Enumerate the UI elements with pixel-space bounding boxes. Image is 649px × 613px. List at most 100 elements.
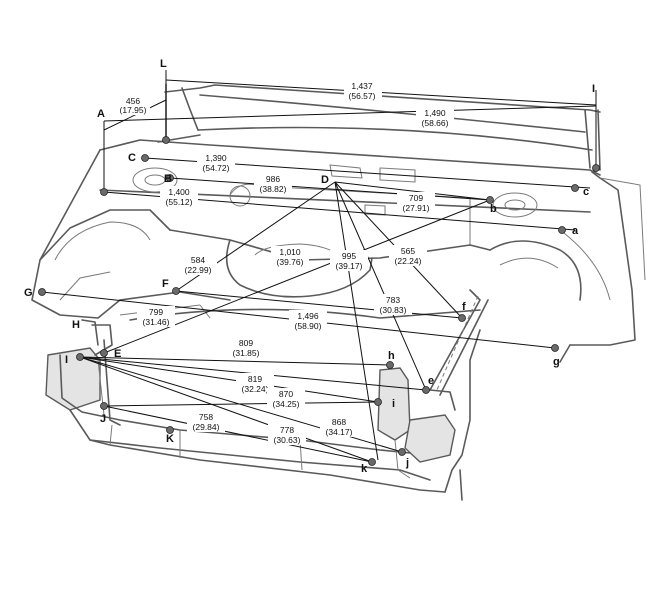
point-b-marker	[486, 196, 494, 204]
dimension-label-Ij: 819 (32.24)	[236, 373, 274, 394]
svg-text:(34.25): (34.25)	[273, 399, 300, 409]
svg-text:709: 709	[409, 193, 423, 203]
dimension-label-Cc: 1,390 (54.72)	[197, 152, 235, 173]
dimension-label-Dk: 783 (30.83)	[374, 294, 412, 315]
svg-text:(55.12): (55.12)	[166, 197, 193, 207]
dimension-lines	[41, 70, 597, 463]
point-label-c: c	[583, 186, 589, 198]
svg-text:1,490: 1,490	[424, 108, 446, 118]
point-label-L: L	[160, 58, 167, 70]
point-label-G: G	[24, 287, 33, 299]
point-label-l-top: I	[592, 83, 595, 95]
point-label-I: I	[65, 354, 68, 366]
body-structure-drawing	[31, 83, 646, 501]
point-B-marker	[166, 174, 174, 182]
dimension-label-Ih: 809 (31.85)	[227, 337, 265, 358]
dimension-label-Ea: 799 (31.46)	[137, 306, 175, 327]
dimension-labels: 456 (17.95) 1,437 (56.57) 1,490 (58.66) …	[116, 80, 454, 445]
svg-text:986: 986	[266, 174, 280, 184]
point-l-marker	[592, 164, 600, 172]
point-C-marker	[141, 154, 149, 162]
dimension-label-AL: 456 (17.95)	[116, 95, 150, 115]
point-g-marker	[551, 344, 559, 352]
svg-text:(58.90): (58.90)	[295, 321, 322, 331]
point-label-b: b	[490, 203, 497, 215]
svg-text:(17.95): (17.95)	[120, 105, 147, 115]
point-label-J: J	[100, 413, 106, 425]
svg-text:1,390: 1,390	[205, 153, 227, 163]
point-label-i: i	[392, 398, 395, 410]
svg-text:809: 809	[239, 338, 253, 348]
point-e-marker	[422, 386, 430, 394]
point-label-h: h	[388, 350, 395, 362]
dimension-label-Df: 995 (39.17)	[330, 250, 368, 271]
svg-text:783: 783	[386, 295, 400, 305]
point-K-marker	[166, 426, 174, 434]
svg-text:(27.91): (27.91)	[403, 203, 430, 213]
svg-text:(22.24): (22.24)	[395, 256, 422, 266]
dimension-label-Ik: 778 (30.63)	[268, 424, 306, 445]
svg-text:(34.17): (34.17)	[326, 427, 353, 437]
point-a-marker	[558, 226, 566, 234]
reference-points	[38, 136, 600, 466]
point-i-marker	[374, 398, 382, 406]
dimension-label-Gg: 1,496 (58.90)	[289, 310, 327, 331]
dimension-label-De: 565 (22.24)	[389, 245, 427, 266]
svg-text:456: 456	[126, 96, 140, 106]
point-L-marker	[162, 136, 170, 144]
dimension-label-Ll: 1,437 (56.57)	[344, 80, 382, 101]
svg-text:565: 565	[401, 246, 415, 256]
point-labels: L A I C B D c b a F G f H g I E h e i J …	[24, 58, 595, 475]
dimension-label-Ba: 1,400 (55.12)	[160, 186, 198, 207]
svg-text:778: 778	[280, 425, 294, 435]
point-h-marker	[386, 361, 394, 369]
point-G-marker	[38, 288, 46, 296]
svg-text:(38.82): (38.82)	[260, 184, 287, 194]
point-I-marker	[76, 353, 84, 361]
dimension-label-FD: 584 (22.99)	[179, 254, 217, 275]
dimension-label-Al: 1,490 (58.66)	[416, 107, 454, 128]
point-label-f: f	[462, 301, 466, 313]
point-label-H: H	[72, 319, 80, 331]
svg-text:1,400: 1,400	[168, 187, 190, 197]
point-label-A: A	[97, 108, 105, 120]
svg-text:584: 584	[191, 255, 205, 265]
point-label-g: g	[553, 356, 560, 368]
point-label-B: B	[164, 173, 172, 185]
point-label-j: j	[405, 457, 409, 469]
svg-text:(32.24): (32.24)	[242, 384, 269, 394]
svg-text:799: 799	[149, 307, 163, 317]
svg-text:(39.76): (39.76)	[277, 257, 304, 267]
point-label-e: e	[428, 375, 434, 387]
dimension-label-Bb: 986 (38.82)	[254, 173, 292, 194]
svg-text:(31.85): (31.85)	[233, 348, 260, 358]
svg-text:(39.17): (39.17)	[336, 261, 363, 271]
point-E-marker	[100, 349, 108, 357]
svg-text:868: 868	[332, 417, 346, 427]
point-label-k: k	[361, 463, 368, 475]
point-label-E: E	[114, 348, 121, 360]
svg-text:(30.83): (30.83)	[380, 305, 407, 315]
point-J-marker	[100, 402, 108, 410]
svg-text:819: 819	[248, 374, 262, 384]
point-label-F: F	[162, 278, 169, 290]
point-f-marker	[458, 314, 466, 322]
svg-text:(30.63): (30.63)	[274, 435, 301, 445]
svg-text:(29.84): (29.84)	[193, 422, 220, 432]
svg-text:(31.46): (31.46)	[143, 317, 170, 327]
point-F-marker	[172, 287, 180, 295]
dimension-label-Db: 709 (27.91)	[397, 192, 435, 213]
point-label-C: C	[128, 152, 136, 164]
point-label-K: K	[166, 433, 174, 445]
dimension-label-JK: 758 (29.84)	[187, 411, 225, 432]
point-c-marker	[571, 184, 579, 192]
svg-text:1,496: 1,496	[297, 311, 319, 321]
point-k-marker	[368, 458, 376, 466]
svg-text:1,010: 1,010	[279, 247, 301, 257]
svg-text:(58.66): (58.66)	[422, 118, 449, 128]
svg-text:(54.72): (54.72)	[203, 163, 230, 173]
dimension-label-Ii: 870 (34.25)	[267, 388, 305, 409]
svg-text:1,437: 1,437	[351, 81, 373, 91]
svg-text:870: 870	[279, 389, 293, 399]
point-label-a: a	[572, 225, 579, 237]
